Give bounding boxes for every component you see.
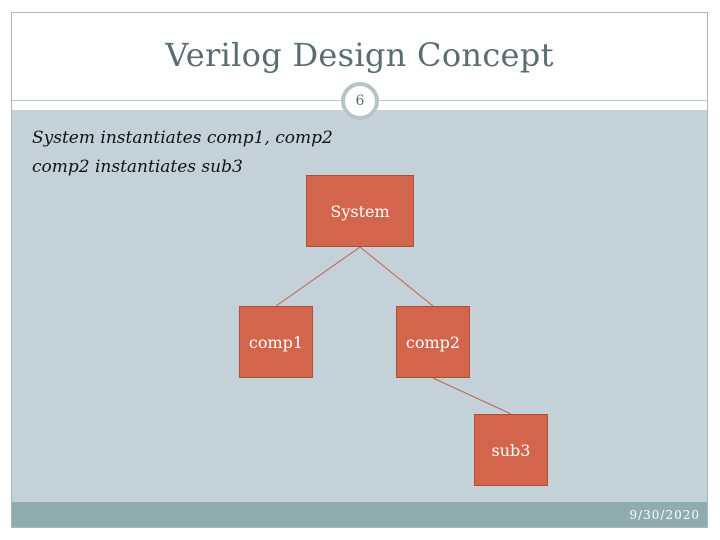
node-label: sub3 — [491, 440, 531, 460]
bullet-list: System instantiates comp1, comp2 comp2 i… — [32, 124, 333, 182]
edge-system-comp1 — [275, 246, 361, 307]
slide-number: 6 — [341, 82, 379, 120]
node-sub3: sub3 — [474, 414, 548, 486]
slide-date: 9/30/2020 — [629, 508, 700, 522]
edge-comp2-sub3 — [432, 377, 512, 415]
slide-title: Verilog Design Concept — [165, 36, 554, 74]
node-comp2: comp2 — [396, 306, 470, 378]
node-label: System — [330, 201, 390, 221]
node-label: comp1 — [248, 332, 304, 352]
slide-frame — [11, 12, 708, 528]
node-system: System — [306, 175, 414, 247]
node-comp1: comp1 — [239, 306, 313, 378]
bullet-item: comp2 instantiates sub3 — [32, 157, 243, 177]
footer-bar — [12, 502, 707, 527]
edge-system-comp2 — [359, 246, 434, 307]
bullet-item: System instantiates comp1, comp2 — [32, 128, 333, 148]
node-label: comp2 — [405, 332, 461, 352]
